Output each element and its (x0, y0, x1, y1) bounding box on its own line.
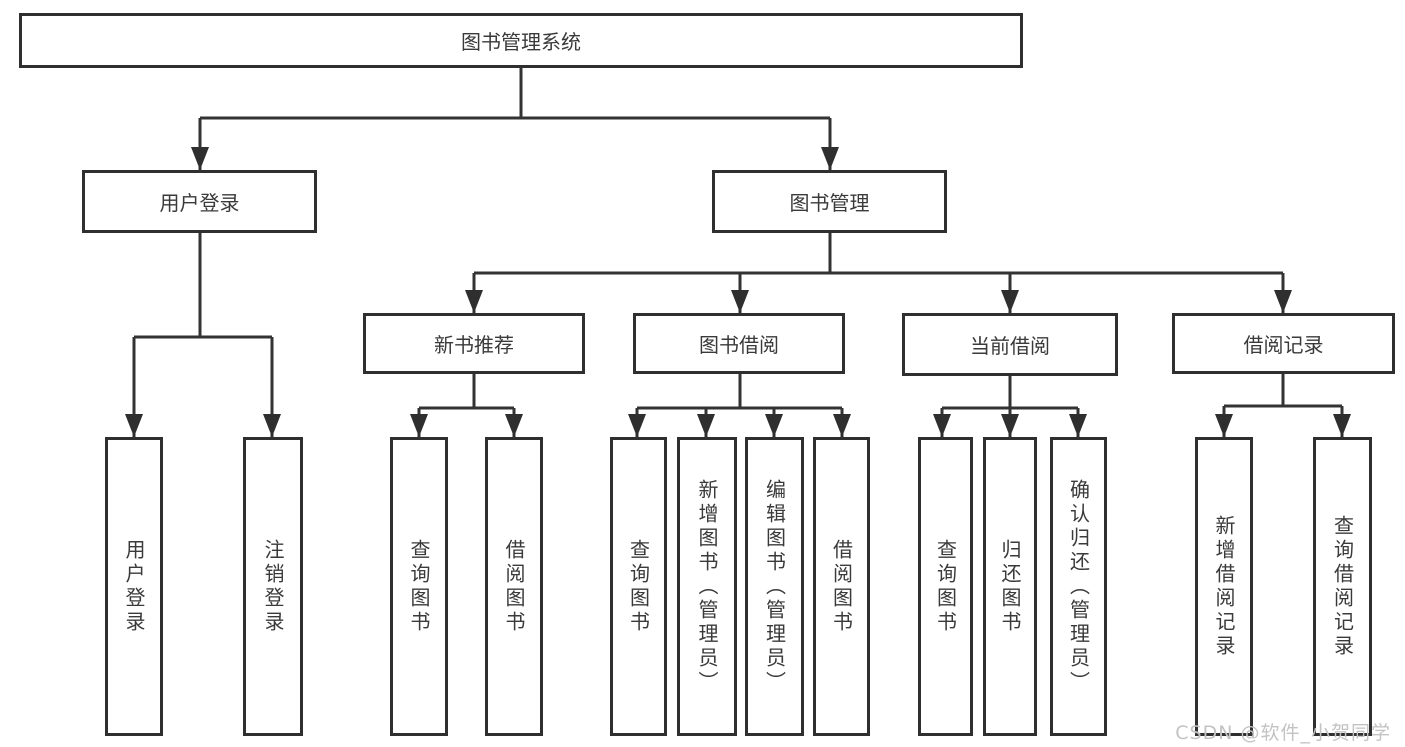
node-user-login-module: 用户登录 (82, 170, 317, 233)
node-new-book-recommend: 新书推荐 (363, 313, 585, 374)
connector-book-borrowing (628, 374, 851, 437)
watermark: CSDN @软件_小贺同学 (1175, 722, 1391, 744)
node-book-management-module: 图书管理 (712, 170, 947, 233)
node-current-borrowing: 当前借阅 (902, 313, 1118, 376)
node-book-borrowing: 图书借阅 (633, 313, 845, 374)
node-borrow-records: 借阅记录 (1172, 313, 1395, 374)
node-leaf-user-login: 用户登录 (105, 437, 163, 736)
node-leaf-borrow-books-borrowing: 借阅图书 (813, 437, 870, 736)
connector-user-login (125, 233, 281, 437)
node-leaf-query-borrow-record: 查询借阅记录 (1313, 437, 1372, 736)
connector-new-book-recommend (410, 374, 523, 437)
node-leaf-add-book-admin: 新增图书（管理员） (677, 437, 737, 736)
node-leaf-borrow-books-recommend: 借阅图书 (485, 437, 543, 736)
node-leaf-return-books: 归还图书 (983, 437, 1037, 736)
connector-root (191, 68, 839, 170)
node-leaf-add-borrow-record: 新增借阅记录 (1195, 437, 1253, 736)
node-leaf-query-books-current: 查询图书 (918, 437, 973, 736)
node-leaf-logout: 注销登录 (243, 437, 303, 736)
connector-borrow-records (1215, 374, 1351, 437)
node-leaf-query-books-borrowing: 查询图书 (610, 437, 667, 736)
connector-book-management (465, 233, 1292, 313)
node-library-management-system: 图书管理系统 (19, 13, 1023, 68)
node-leaf-confirm-return-admin: 确认归还（管理员） (1050, 437, 1107, 736)
node-leaf-query-books-recommend: 查询图书 (390, 437, 448, 736)
connector-current-borrowing (933, 374, 1087, 437)
node-leaf-edit-book-admin: 编辑图书（管理员） (745, 437, 804, 736)
